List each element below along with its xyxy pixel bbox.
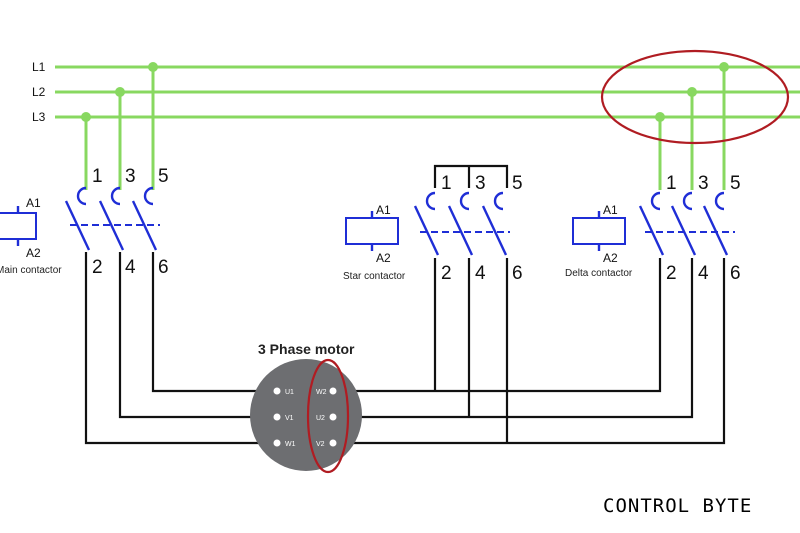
motor-terminal-v1: V1 <box>285 415 294 422</box>
star-coil-a2: A2 <box>376 251 391 265</box>
main-coil <box>0 212 37 240</box>
wire-w2 <box>334 258 662 393</box>
line-label-l1: L1 <box>32 60 46 74</box>
star-shorting-bar <box>433 164 509 188</box>
wire-main-4 <box>118 252 276 419</box>
main-contactor: A1 A2 Main contactor 1 3 5 2 4 6 <box>0 166 169 278</box>
junction-dot <box>148 62 158 72</box>
terminal-dot <box>273 387 281 395</box>
delta-terminal-4: 4 <box>698 263 709 284</box>
terminal-dot <box>329 387 337 395</box>
motor-wiring <box>84 252 726 445</box>
delta-terminal-6: 6 <box>730 263 741 284</box>
star-coil-a1: A1 <box>376 203 391 217</box>
delta-terminal-3: 3 <box>698 173 709 194</box>
wire-main-2 <box>84 252 276 445</box>
terminal-dot <box>329 413 337 421</box>
terminal-dot <box>329 439 337 447</box>
star-contactor-label: Star contactor <box>343 271 406 282</box>
motor-body <box>250 359 362 471</box>
main-coil-a1: A1 <box>26 196 41 210</box>
motor: 3 Phase motor U1 V1 W1 W2 U2 V2 <box>250 341 362 474</box>
motor-terminal-v2: V2 <box>316 441 325 448</box>
line-label-l3: L3 <box>32 110 46 124</box>
motor-terminal-u1: U1 <box>285 389 294 396</box>
delta-terminal-5: 5 <box>730 173 741 194</box>
junction-dot <box>655 112 665 122</box>
main-terminal-5: 5 <box>158 166 169 187</box>
star-terminal-3: 3 <box>475 173 486 194</box>
highlight-ellipse-lines <box>600 49 790 145</box>
star-contactor: A1 A2 Star contactor 1 3 5 2 4 6 <box>343 164 523 284</box>
highlight-ellipse-terminals <box>306 358 350 474</box>
terminal-dot <box>273 413 281 421</box>
star-terminal-1: 1 <box>441 173 452 194</box>
junction-dot <box>115 87 125 97</box>
wire-u2 <box>334 258 694 419</box>
delta-contactor-label: Delta contactor <box>565 268 633 279</box>
main-terminal-3: 3 <box>125 166 136 187</box>
delta-terminal-2: 2 <box>666 263 677 284</box>
delta-contactor: A1 A2 Delta contactor 1 3 5 2 4 6 <box>565 173 741 284</box>
line-label-l2: L2 <box>32 85 46 99</box>
star-terminal-6: 6 <box>512 263 523 284</box>
main-terminal-1: 1 <box>92 166 103 187</box>
main-terminal-2: 2 <box>92 257 103 278</box>
main-coil-a2: A2 <box>26 246 41 260</box>
wire-main-6 <box>151 252 276 393</box>
star-coil <box>345 217 399 245</box>
main-terminal-4: 4 <box>125 257 136 278</box>
motor-terminal-w2: W2 <box>316 389 327 396</box>
delta-coil-a2: A2 <box>603 251 618 265</box>
delta-terminal-1: 1 <box>666 173 677 194</box>
delta-coil-a1: A1 <box>603 203 618 217</box>
supply-lines: L1 L2 L3 <box>32 60 800 190</box>
junction-dot <box>81 112 91 122</box>
motor-terminal-w1: W1 <box>285 441 296 448</box>
main-terminal-6: 6 <box>158 257 169 278</box>
star-terminal-5: 5 <box>512 173 523 194</box>
delta-coil <box>572 217 626 245</box>
motor-terminal-u2: U2 <box>316 415 325 422</box>
junction-dot <box>719 62 729 72</box>
star-terminal-4: 4 <box>475 263 486 284</box>
wire-v2 <box>334 258 726 445</box>
star-terminal-2: 2 <box>441 263 452 284</box>
terminal-dot <box>273 439 281 447</box>
main-contactor-label: Main contactor <box>0 265 62 276</box>
brand-logo: CONTROL BYTE <box>603 495 752 517</box>
motor-title: 3 Phase motor <box>258 341 355 357</box>
junction-dot <box>687 87 697 97</box>
